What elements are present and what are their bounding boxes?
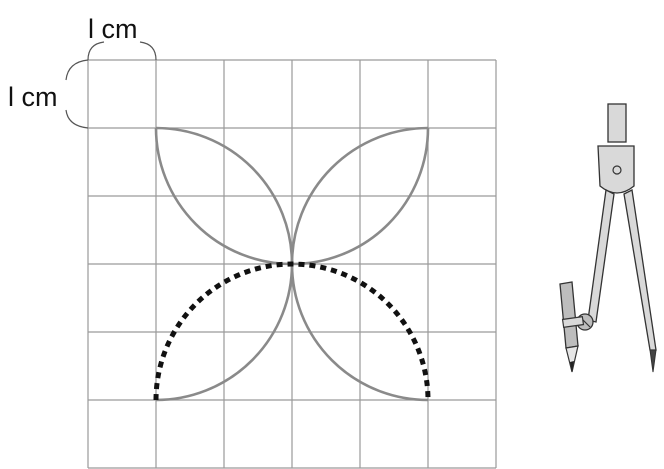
- top-dimension-brace: [87, 41, 157, 61]
- side-dimension-label: l cm: [8, 82, 58, 112]
- lower-left-arc: [155, 263, 294, 402]
- side-dimension-brace: [65, 59, 89, 129]
- pencil-icon: [559, 281, 579, 349]
- upper-right-arc-inner: [290, 126, 429, 265]
- dimension-top: l cm: [87, 14, 157, 61]
- dotted-semicircle: [153, 261, 431, 401]
- upper-left-arc-inner: [155, 126, 294, 265]
- petal-arcs: [154, 126, 430, 402]
- upper-right-arc-outer: [291, 127, 430, 266]
- top-dimension-label: l cm: [88, 14, 138, 44]
- upper-left-arc-outer: [154, 127, 293, 266]
- lower-right-arc: [290, 263, 429, 402]
- dimension-side: l cm: [8, 59, 89, 129]
- compass-icon: [559, 103, 657, 373]
